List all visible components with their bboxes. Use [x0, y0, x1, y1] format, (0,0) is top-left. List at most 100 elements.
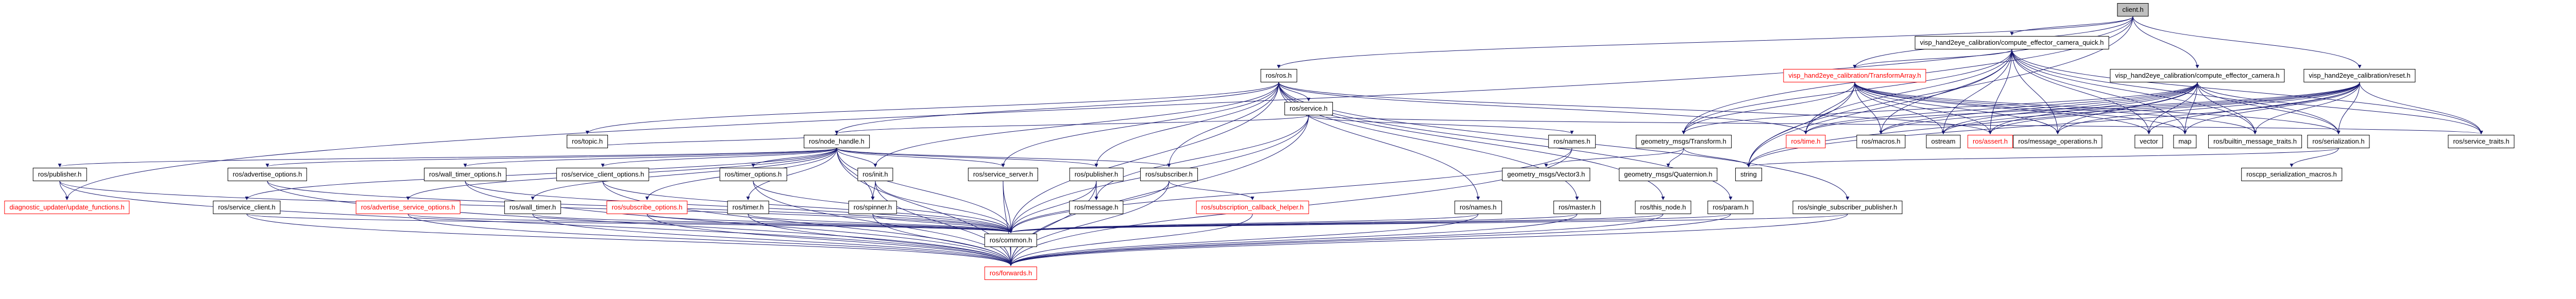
- graph-node-names_b[interactable]: ros/names.h: [1454, 201, 1502, 214]
- graph-edge-quick-to-service_traits: [2011, 49, 2483, 134]
- graph-node-service_server[interactable]: ros/service_server.h: [968, 168, 1039, 181]
- graph-node-timer_options[interactable]: ros/timer_options.h: [719, 168, 787, 181]
- graph-edge-transform_array-to-builtin: [1854, 82, 2257, 134]
- graph-node-macros[interactable]: ros/macros.h: [1856, 135, 1906, 148]
- graph-node-service_client_options[interactable]: ros/service_client_options.h: [556, 168, 650, 181]
- graph-node-service[interactable]: ros/service.h: [1284, 102, 1333, 115]
- graph-edge-reset-to-builtin: [2253, 82, 2360, 134]
- graph-edge-client-to-reset: [2132, 16, 2362, 68]
- graph-edge-rosh-to-service_server: [1001, 82, 1279, 167]
- graph-edge-quick-to-vector: [2011, 49, 2151, 134]
- graph-node-subscribe_options[interactable]: ros/subscribe_options.h: [606, 201, 688, 214]
- graph-edge-reset-to-ostream: [1941, 82, 2360, 134]
- graph-node-node_handle[interactable]: ros/node_handle.h: [804, 135, 870, 148]
- graph-edge-quick-to-string: [1747, 49, 2012, 167]
- graph-edge-service_client-to-forwards: [246, 214, 1013, 266]
- graph-node-advertise_options[interactable]: ros/advertise_options.h: [227, 168, 308, 181]
- graph-edge-serialization-to-string: [1747, 148, 2339, 167]
- graph-node-names_a[interactable]: ros/names.h: [1548, 135, 1596, 148]
- graph-node-quick[interactable]: visp_hand2eye_calibration/compute_effect…: [1914, 36, 2109, 49]
- graph-node-sub_cb_helper[interactable]: ros/subscription_callback_helper.h: [1196, 201, 1309, 214]
- graph-node-wall_timer_options[interactable]: ros/wall_timer_options.h: [423, 168, 507, 181]
- graph-node-message[interactable]: ros/message.h: [1069, 201, 1124, 214]
- graph-node-init[interactable]: ros/init.h: [857, 168, 893, 181]
- graph-node-wall_timer[interactable]: ros/wall_timer.h: [504, 201, 562, 214]
- graph-edge-cec-to-string: [1747, 82, 2198, 167]
- graph-node-publisher_left[interactable]: ros/publisher.h: [32, 168, 87, 181]
- graph-edge-rosh-to-master: [1278, 82, 1579, 200]
- graph-node-param[interactable]: ros/param.h: [1707, 201, 1754, 214]
- graph-node-serialization[interactable]: ros/serialization.h: [2307, 135, 2370, 148]
- graph-node-spinner[interactable]: ros/spinner.h: [848, 201, 897, 214]
- graph-edge-subscriber-to-sub_cb_helper: [1168, 181, 1255, 200]
- graph-node-time[interactable]: ros/time.h: [1786, 135, 1826, 148]
- graph-node-this_node[interactable]: ros/this_node.h: [1635, 201, 1691, 214]
- graph-edge-transform-to-quaternion: [1666, 148, 1684, 167]
- graph-node-client[interactable]: client.h: [2117, 3, 2149, 16]
- graph-edge-cec-to-msg_ops: [2056, 82, 2198, 134]
- graph-edge-init-to-spinner: [871, 181, 876, 200]
- graph-edge-init-to-forwards: [875, 181, 1013, 266]
- graph-node-publisher[interactable]: ros/publisher.h: [1069, 168, 1124, 181]
- graph-node-update_functions[interactable]: diagnostic_updater/update_functions.h: [4, 201, 130, 214]
- graph-edge-node_handle-to-service_client_options: [601, 148, 837, 167]
- graph-edge-quick-to-transform_array: [1853, 49, 2012, 68]
- graph-edge-node_handle-to-timer_options: [751, 148, 837, 167]
- graph-edge-service_client_options-to-forwards: [602, 181, 1013, 266]
- graph-node-service_traits[interactable]: ros/service_traits.h: [2448, 135, 2515, 148]
- graph-edge-node_handle-to-publisher: [836, 148, 1098, 167]
- graph-edge-ssp-to-forwards: [1009, 214, 1848, 266]
- graph-edge-rosh-to-this_node: [1278, 82, 1665, 200]
- graph-node-transform[interactable]: geometry_msgs/Transform.h: [1636, 135, 1732, 148]
- graph-edge-quick-to-map: [2011, 49, 2187, 134]
- graph-edge-timer_options-to-forwards: [753, 181, 1013, 266]
- graph-edge-reset-to-assert: [1988, 82, 2360, 134]
- graph-edge-cec-to-time: [1804, 82, 2198, 134]
- graph-edge-transform_array-to-vector: [1854, 82, 2151, 134]
- graph-edge-rosh-to-node_handle: [835, 82, 1279, 134]
- graph-edge-names_b-to-forwards: [1009, 214, 1479, 266]
- graph-node-master[interactable]: ros/master.h: [1553, 201, 1601, 214]
- graph-edge-timer-to-forwards: [748, 214, 1013, 266]
- graph-edge-publisher_left-to-update_functions: [59, 181, 69, 200]
- graph-node-advertise_service_options[interactable]: ros/advertise_service_options.h: [355, 201, 461, 214]
- graph-node-map[interactable]: map: [2173, 135, 2197, 148]
- graph-edge-node_handle-to-advertise_options: [265, 148, 837, 167]
- graph-node-forwards[interactable]: ros/forwards.h: [984, 267, 1038, 280]
- graph-node-assert[interactable]: ros/assert.h: [1968, 135, 2013, 148]
- graph-node-ostream[interactable]: ostream: [1926, 135, 1961, 148]
- graph-node-vector[interactable]: vector: [2134, 135, 2163, 148]
- graph-edge-transform_array-to-msg_ops: [1854, 82, 2060, 134]
- graph-node-service_client[interactable]: ros/service_client.h: [213, 201, 281, 214]
- graph-node-quaternion[interactable]: geometry_msgs/Quaternion.h: [1619, 168, 1718, 181]
- graph-node-common[interactable]: ros/common.h: [984, 234, 1038, 247]
- graph-node-topic[interactable]: ros/topic.h: [567, 135, 608, 148]
- graph-node-builtin[interactable]: ros/builtin_message_traits.h: [2208, 135, 2302, 148]
- graph-edge-service_client-to-common: [246, 214, 1012, 233]
- graph-edge-rosh-to-topic: [585, 82, 1279, 134]
- graph-node-timer[interactable]: ros/timer.h: [727, 201, 769, 214]
- graph-node-reset[interactable]: visp_hand2eye_calibration/reset.h: [2303, 69, 2416, 82]
- graph-edge-rosh-to-publisher: [1094, 82, 1279, 167]
- graph-edge-service-to-forwards: [1009, 115, 1309, 266]
- graph-edge-transform-to-vector3: [1544, 148, 1684, 167]
- graph-node-transform_array[interactable]: visp_hand2eye_calibration/TransformArray…: [1783, 69, 1926, 82]
- graph-node-msg_ops[interactable]: ros/message_operations.h: [2013, 135, 2103, 148]
- graph-node-ssp[interactable]: ros/single_subscriber_publisher.h: [1792, 201, 1903, 214]
- graph-node-string[interactable]: string: [1735, 168, 1762, 181]
- graph-node-subscriber[interactable]: ros/subscriber.h: [1140, 168, 1198, 181]
- graph-edge-param-to-common: [1009, 214, 1731, 233]
- graph-edge-quick-to-serialization: [2011, 49, 2341, 134]
- graph-edge-rosh-to-service: [1278, 82, 1311, 101]
- graph-edge-service-to-names_a: [1308, 115, 1574, 134]
- graph-node-cec[interactable]: visp_hand2eye_calibration/compute_effect…: [2110, 69, 2285, 82]
- graph-edge-reset-to-msg_ops: [2056, 82, 2360, 134]
- graph-node-roscpp_ser_macros[interactable]: roscpp_serialization_macros.h: [2241, 168, 2342, 181]
- graph-edge-reset-to-macros: [1879, 82, 2360, 134]
- graph-edge-transform_array-to-assert: [1854, 82, 1992, 134]
- graph-node-rosh[interactable]: ros/ros.h: [1260, 69, 1297, 82]
- graph-edge-transform-to-string: [1683, 148, 1751, 167]
- graph-edge-spinner-to-common: [872, 214, 1013, 233]
- graph-node-vector3[interactable]: geometry_msgs/Vector3.h: [1502, 168, 1590, 181]
